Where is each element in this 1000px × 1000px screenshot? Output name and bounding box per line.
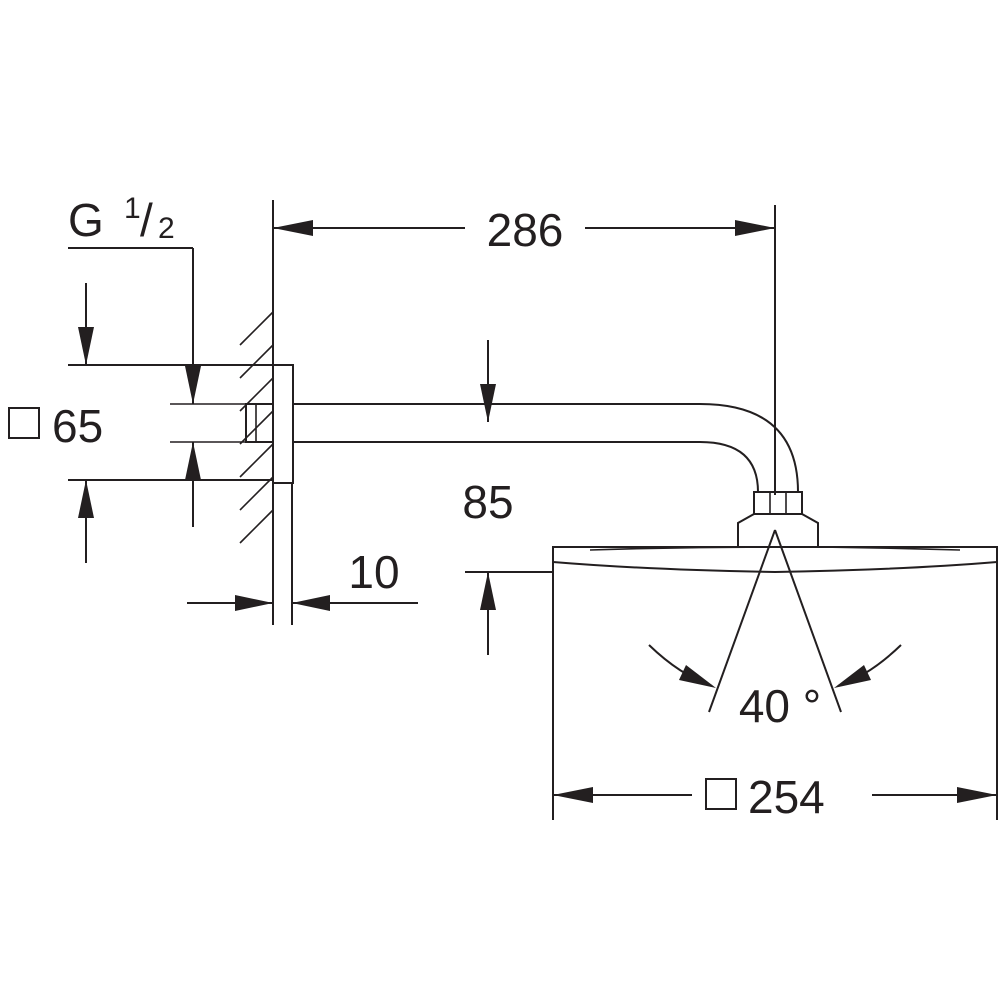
head-connector [737,491,819,547]
arm-drop-label: 85 [462,476,513,528]
wall-gap-label: 10 [348,546,399,598]
dimension-wall-gap: 10 [187,546,418,611]
spray-angle-label: 40 ° [739,680,821,732]
arm-length-label: 286 [487,204,564,256]
square-symbol-icon [8,407,40,439]
dimension-flange: 65 [8,283,273,563]
shower-head [552,546,998,820]
head-square-label: 254 [748,771,825,823]
thread-denominator: 2 [158,212,175,245]
thread-letter: G [68,194,104,246]
wall-flange [245,364,294,625]
thread-callout: G 1 / 2 [68,192,201,404]
square-symbol-icon [705,778,737,810]
dimension-arm-length: 286 [273,204,776,495]
spray-angle: 40 ° [648,529,902,732]
flange-square-label: 65 [52,400,103,452]
thread-slash: / [140,194,153,246]
thread-numerator: 1 [124,192,141,225]
dimension-head-width: 254 [553,771,997,823]
shower-arm [293,403,799,493]
dimension-arm-drop: 85 [462,340,553,655]
